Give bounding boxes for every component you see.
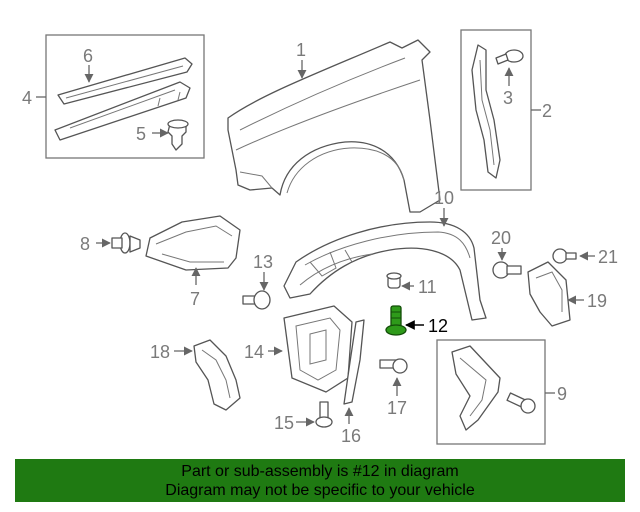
label-21: 21 — [598, 247, 618, 267]
notice-line-1: Part or sub-assembly is #12 in diagram — [181, 463, 459, 480]
bolt-12-highlighted[interactable] — [385, 305, 407, 336]
label-5: 5 — [136, 124, 146, 144]
clip-3 — [495, 49, 524, 65]
nut-11 — [386, 272, 402, 289]
label-18: 18 — [150, 342, 170, 362]
label-20: 20 — [491, 228, 511, 248]
bolt-13 — [242, 290, 271, 310]
label-15: 15 — [274, 413, 294, 433]
mudguard-18 — [193, 339, 241, 411]
clip-8 — [111, 232, 141, 254]
label-13: 13 — [253, 252, 273, 272]
label-9: 9 — [557, 384, 567, 404]
label-3: 3 — [503, 88, 513, 108]
clip-5 — [167, 119, 189, 151]
bolt-20 — [492, 261, 522, 279]
label-19: 19 — [587, 291, 607, 311]
label-8: 8 — [80, 234, 90, 254]
strip-16 — [343, 319, 365, 405]
label-1: 1 — [296, 40, 306, 60]
label-2: 2 — [542, 101, 552, 121]
bolt-17 — [379, 358, 408, 374]
label-16: 16 — [341, 426, 361, 446]
flap-19 — [527, 261, 571, 327]
label-11: 11 — [418, 277, 437, 297]
fender-1 — [227, 39, 441, 213]
splash-shield-7 — [145, 215, 241, 271]
bolt-15 — [315, 401, 333, 428]
diagram-notice-banner: Part or sub-assembly is #12 in diagram D… — [15, 459, 625, 502]
label-17: 17 — [387, 398, 407, 418]
label-6: 6 — [83, 46, 93, 66]
bolt-9-fastener — [506, 392, 536, 414]
clip-21 — [552, 248, 577, 264]
label-4: 4 — [22, 88, 32, 108]
fender-liner-10 — [283, 221, 487, 321]
bracket-group-box-9 — [436, 339, 555, 445]
notice-line-2: Diagram may not be specific to your vehi… — [165, 482, 475, 499]
label-7: 7 — [190, 289, 200, 309]
label-12: 12 — [428, 316, 448, 336]
bracket-14 — [283, 305, 353, 393]
seal-group-box — [460, 29, 541, 191]
parts-diagram: 1 2 3 4 5 6 7 8 9 10 11 12 13 14 15 16 1… — [22, 29, 618, 446]
label-10: 10 — [434, 188, 454, 208]
label-14: 14 — [244, 342, 264, 362]
rail-group-box — [36, 34, 205, 159]
